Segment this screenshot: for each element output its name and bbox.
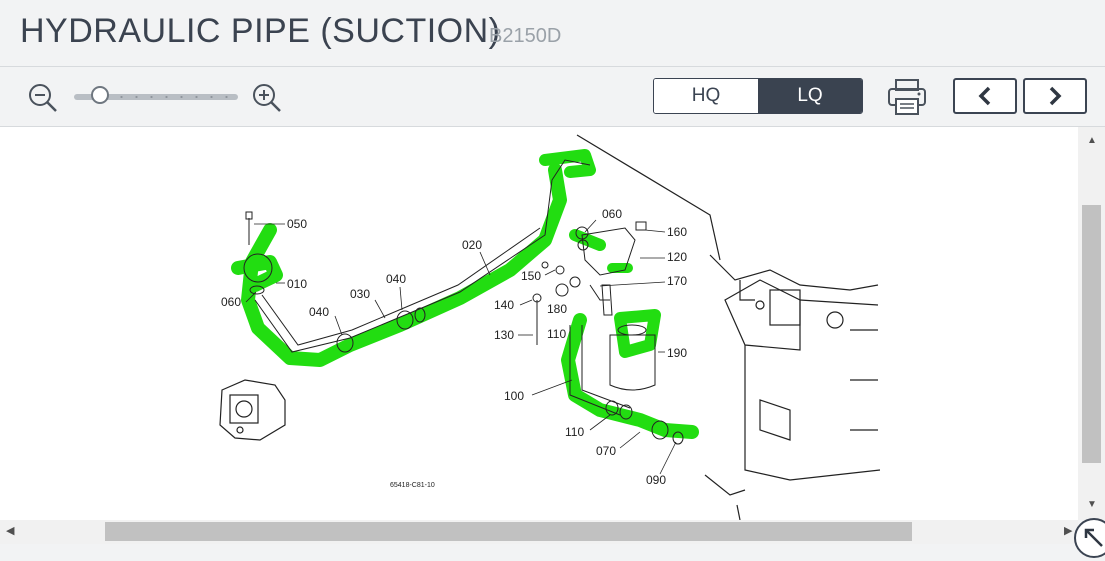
scroll-up-icon[interactable]: ▲ <box>1087 135 1097 146</box>
callout-110[interactable]: 110 <box>565 425 584 439</box>
callout-030[interactable]: 030 <box>350 287 370 301</box>
diagram-viewer[interactable]: 050 010 060 040 030 040 020 060 160 120 … <box>0 127 1078 520</box>
chevron-right-icon <box>1049 86 1062 106</box>
callout-040[interactable]: 040 <box>309 305 329 319</box>
callout-120[interactable]: 120 <box>667 250 687 264</box>
callout-130[interactable]: 130 <box>494 328 514 342</box>
page-title: HYDRAULIC PIPE (SUCTION) <box>20 12 501 50</box>
quality-hq-button[interactable]: HQ <box>654 79 758 113</box>
callout-170[interactable]: 170 <box>667 274 687 288</box>
callout-060[interactable]: 060 <box>602 207 622 221</box>
header: HYDRAULIC PIPE (SUCTION) B2150D <box>0 0 1105 67</box>
parts-diagram: 050 010 060 040 030 040 020 060 160 120 … <box>219 134 881 520</box>
model-code: B2150D <box>489 25 562 47</box>
horizontal-scrollbar[interactable]: ◀ ▶ <box>0 520 1078 544</box>
vertical-scrollbar[interactable]: ▲ ▼ <box>1078 127 1105 520</box>
callout-020[interactable]: 020 <box>462 238 482 252</box>
resize-button[interactable] <box>1074 518 1105 558</box>
callout-050[interactable]: 050 <box>287 217 307 231</box>
callout-150[interactable]: 150 <box>521 269 541 283</box>
scroll-left-icon[interactable]: ◀ <box>6 525 15 537</box>
callout-140[interactable]: 140 <box>494 298 514 312</box>
scroll-down-icon[interactable]: ▼ <box>1087 499 1097 510</box>
zoom-out-icon[interactable] <box>28 83 58 113</box>
resize-arrow-icon <box>1084 528 1103 547</box>
callout-190[interactable]: 190 <box>667 346 687 360</box>
callout-180[interactable]: 180 <box>547 302 567 316</box>
zoom-slider-track <box>114 96 230 98</box>
transmission-case-outline <box>576 134 881 520</box>
callout-040[interactable]: 040 <box>386 272 406 286</box>
pump-outline <box>219 379 286 441</box>
quality-lq-button[interactable]: LQ <box>758 79 862 113</box>
drawing-code: 65418-C81-10 <box>390 482 435 489</box>
callout-160[interactable]: 160 <box>667 225 687 239</box>
zoom-slider[interactable] <box>74 86 238 104</box>
previous-page-button[interactable] <box>953 78 1017 114</box>
leader-lines <box>245 219 677 475</box>
next-page-button[interactable] <box>1023 78 1087 114</box>
callout-010[interactable]: 010 <box>287 277 307 291</box>
scroll-right-icon[interactable]: ▶ <box>1064 525 1073 537</box>
suction-pipe-highlight <box>231 149 699 439</box>
zoom-slider-thumb[interactable] <box>91 86 109 104</box>
callout-070[interactable]: 070 <box>596 444 616 458</box>
callout-100[interactable]: 100 <box>504 389 524 403</box>
callout-labels: 050 010 060 040 030 040 020 060 160 120 … <box>221 207 687 489</box>
callout-060[interactable]: 060 <box>221 295 241 309</box>
chevron-left-icon <box>978 86 991 106</box>
zoom-in-icon[interactable] <box>252 83 282 113</box>
quality-toggle: HQ LQ <box>653 78 863 114</box>
bottom-bar <box>0 544 1105 561</box>
pipe-linework <box>243 159 684 445</box>
toolbar: HQ LQ <box>0 67 1105 127</box>
horizontal-scroll-thumb[interactable] <box>105 522 912 541</box>
callout-090[interactable]: 090 <box>646 473 666 487</box>
callout-110[interactable]: 110 <box>547 327 566 341</box>
printer-icon[interactable] <box>887 78 927 116</box>
vertical-scroll-thumb[interactable] <box>1082 205 1101 463</box>
